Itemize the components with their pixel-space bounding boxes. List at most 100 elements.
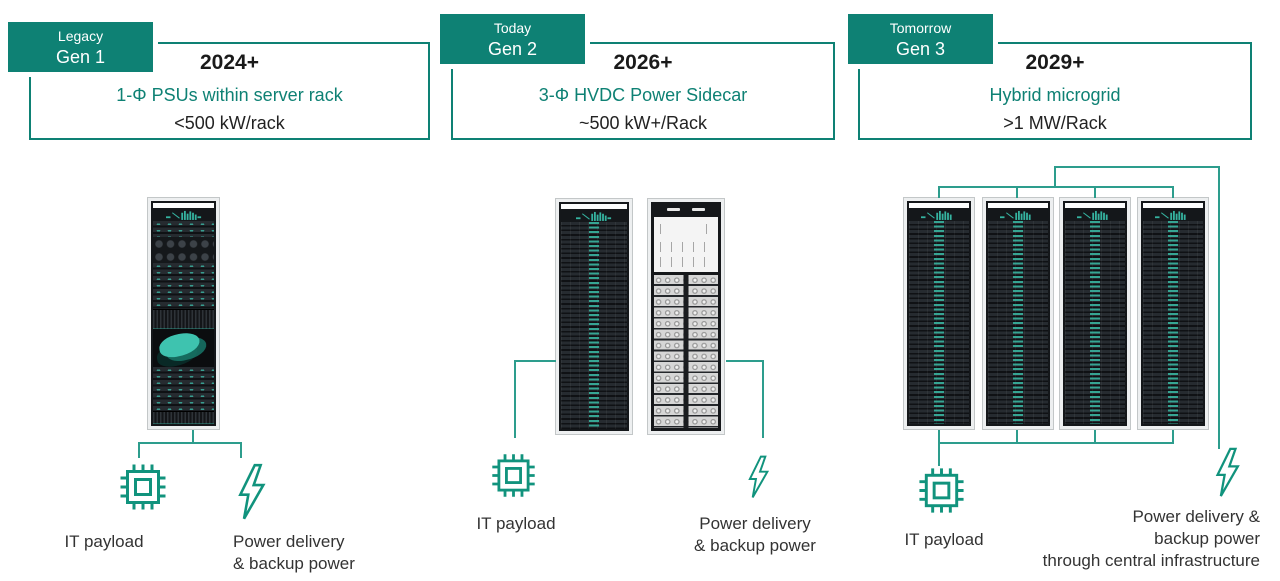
gen3-power-line-2: backup power [1154, 529, 1260, 548]
gen3-it-drop-line [938, 442, 940, 466]
rack-unit-band [153, 221, 214, 237]
rack-unit-rows [1143, 221, 1203, 424]
gen2-it-elbow-horizontal [514, 360, 556, 362]
gen2-power-line-2: & backup power [694, 536, 816, 555]
rack-unit-band [153, 367, 214, 411]
gen3-lightning-bolt-icon [1210, 447, 1244, 498]
gen1-power-drop-line [240, 442, 242, 458]
rack-vent-band [153, 411, 214, 424]
gen3-bottom-tick-2 [1016, 430, 1018, 444]
gen2-power-elbow-vertical [762, 360, 764, 438]
led-equalizer-icon [1077, 210, 1108, 220]
gen2-power-elbow-horizontal [726, 360, 764, 362]
gen3-panel-outline [858, 42, 1252, 140]
gen3-bottom-tick-4 [1172, 430, 1174, 444]
gen3-bottom-bracket [938, 442, 1174, 444]
rack-top-strip [561, 204, 627, 209]
gen3-power-line-3: through central infrastructure [1042, 551, 1260, 570]
gen1-rack-stem-line [192, 430, 194, 444]
rack-unit-rows [561, 222, 627, 429]
gen2-panel-text: 2026+ 3-Φ HVDC Power Sidecar ~500 kW+/Ra… [451, 51, 835, 134]
gen1-it-drop-line [138, 442, 140, 458]
gen2-server-rack [555, 198, 633, 435]
rack-top-strip [1143, 203, 1203, 208]
gen2-chip-icon [489, 451, 538, 500]
gen1-power-label: Power delivery & backup power [233, 531, 355, 575]
gen1-chip-icon [117, 461, 169, 513]
gen3-top-tick-1 [938, 186, 940, 198]
gen2-year: 2026+ [613, 51, 673, 74]
sidecar-breaker-panel [654, 217, 718, 272]
gen2-tag-box: Today Gen 2 [440, 14, 590, 69]
gen1-power-line-1: Power delivery [233, 532, 345, 551]
gen2-gen-label: Gen 2 [487, 39, 538, 59]
gen3-bottom-tick-1 [938, 430, 940, 444]
gen2-power-sidecar [647, 198, 725, 435]
gen3-right-drop-line [1218, 166, 1220, 449]
gen3-it-payload-label: IT payload [904, 530, 984, 549]
gen1-era-label: Legacy [57, 28, 104, 44]
rack-unit-rows [988, 221, 1048, 424]
rack-top-strip [153, 203, 214, 208]
gen3-bottom-tick-3 [1094, 430, 1096, 444]
gen3-chip-icon [916, 465, 967, 516]
gen3-top-tick-3 [1094, 186, 1096, 198]
rack-cable-band [153, 329, 214, 367]
gen3-panel-text: 2029+ Hybrid microgrid >1 MW/Rack [858, 51, 1252, 134]
gen2-era-label: Today [493, 20, 532, 36]
gen2-power-density: ~500 kW+/Rack [578, 113, 708, 133]
rack-top-strip [909, 203, 969, 208]
led-equalizer-icon [1155, 210, 1186, 220]
gen2-technology: 3-Φ HVDC Power Sidecar [538, 85, 748, 105]
sidecar-cell-grid [654, 275, 718, 428]
gen1-tag-box: Legacy Gen 1 [8, 22, 158, 77]
rack-unit-rows [909, 221, 969, 424]
gen1-server-rack [147, 197, 220, 430]
gen2-it-payload-label: IT payload [476, 514, 556, 533]
gen3-year: 2029+ [1025, 51, 1085, 74]
rack-fan-band [153, 237, 214, 263]
rack-vent-band [153, 309, 214, 329]
gen3-technology: Hybrid microgrid [989, 85, 1121, 105]
gen1-year: 2024+ [200, 51, 259, 74]
rack-unit-band [153, 263, 214, 309]
led-equalizer-icon [165, 210, 201, 220]
gen1-it-payload-label: IT payload [64, 532, 144, 551]
gen2-panel-outline [451, 42, 835, 140]
gen3-server-rack-1 [903, 197, 975, 430]
gen1-panel-text: 2024+ 1-Φ PSUs within server rack <500 k… [29, 51, 430, 134]
gen3-power-line-1: Power delivery & [1132, 507, 1260, 526]
gen3-gen-label: Gen 3 [895, 39, 946, 59]
gen2-lightning-bolt-icon [744, 455, 772, 499]
rack-top-strip [1065, 203, 1125, 208]
gen1-power-line-2: & backup power [233, 554, 355, 573]
led-equalizer-icon [921, 210, 952, 220]
led-equalizer-icon [1000, 210, 1031, 220]
gen1-gen-label: Gen 1 [55, 47, 106, 67]
gen2-power-line-1: Power delivery [699, 514, 811, 533]
gen3-era-label: Tomorrow [889, 20, 952, 36]
gen3-top-bracket [938, 186, 1174, 188]
gen1-panel-outline [29, 42, 430, 140]
gen3-power-label: Power delivery & backup power through ce… [998, 506, 1260, 572]
gen3-power-density: >1 MW/Rack [1003, 113, 1107, 133]
gen3-top-tick-4 [1172, 186, 1174, 198]
sidecar-vents [651, 202, 721, 217]
gen3-top-feed-line [1054, 166, 1220, 168]
sidecar-center-divider [683, 275, 689, 428]
gen3-tag-box: Tomorrow Gen 3 [848, 14, 998, 69]
gen2-power-label: Power delivery & backup power [664, 513, 846, 557]
gen3-server-rack-3 [1059, 197, 1131, 430]
gen1-technology: 1-Φ PSUs within server rack [116, 85, 343, 105]
led-equalizer-icon [576, 211, 612, 221]
gen3-server-rack-4 [1137, 197, 1209, 430]
gen2-it-elbow-vertical [514, 360, 516, 438]
rack-top-strip [988, 203, 1048, 208]
gen1-power-density: <500 kW/rack [174, 113, 285, 133]
gen3-server-rack-2 [982, 197, 1054, 430]
gen1-lightning-bolt-icon [236, 462, 266, 522]
gen3-top-tick-2 [1016, 186, 1018, 198]
rack-unit-rows [1065, 221, 1125, 424]
gen1-branch-line [138, 442, 242, 444]
